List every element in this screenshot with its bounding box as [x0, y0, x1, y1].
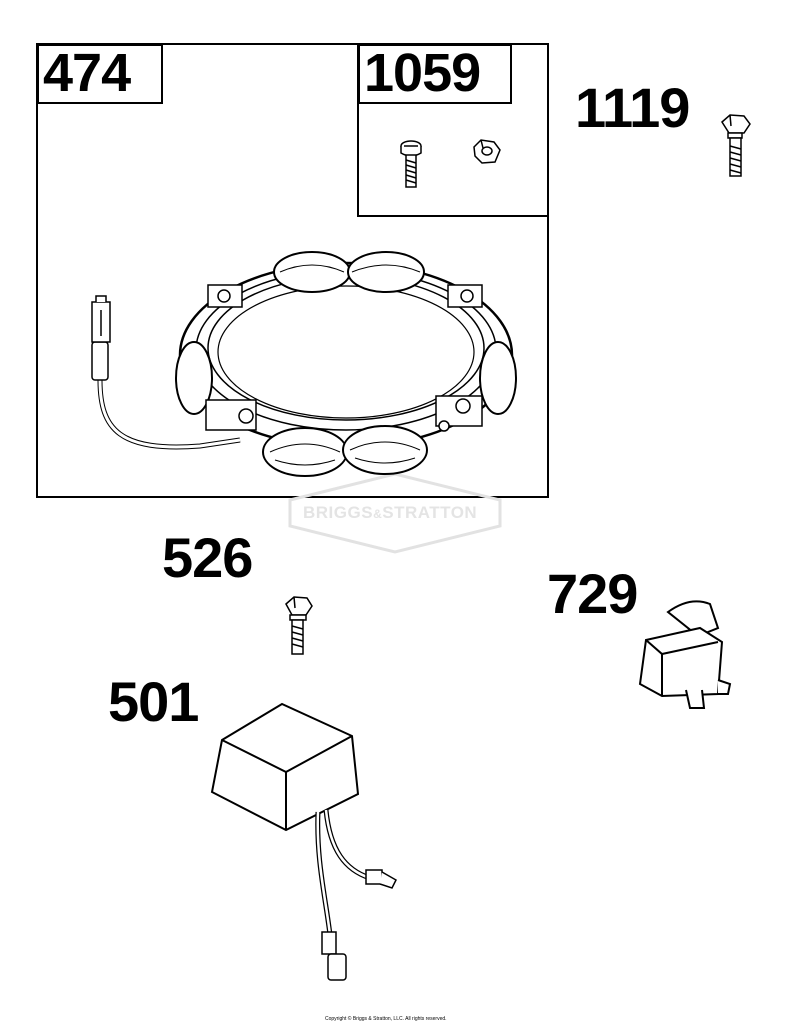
callout-526-label: 526	[162, 526, 253, 589]
callout-729-label: 729	[547, 562, 638, 625]
rectifier-501-drawing	[210, 702, 397, 981]
callout-1059-label: 1059	[358, 44, 512, 104]
brand-watermark-text: BRIGGS&STRATTON	[303, 503, 477, 523]
bolt-1119-drawing	[721, 114, 751, 177]
screw-526-drawing	[285, 596, 313, 655]
brand-watermark-ampersand: &	[373, 507, 383, 521]
callout-501-label: 501	[108, 670, 199, 733]
nut-1059-drawing	[473, 139, 501, 164]
stator-474-drawing	[91, 251, 517, 477]
callout-474-label: 474	[37, 44, 163, 104]
clip-729-drawing	[638, 600, 732, 709]
brand-watermark-left: BRIGGS	[303, 503, 374, 522]
screw-1059-drawing	[400, 140, 422, 188]
stator-kit-frame	[36, 43, 549, 498]
copyright-notice: Copyright © Briggs & Stratton, LLC. All …	[325, 1016, 447, 1022]
brand-watermark-right: STRATTON	[382, 503, 478, 522]
callout-1119-label: 1119	[575, 76, 690, 139]
